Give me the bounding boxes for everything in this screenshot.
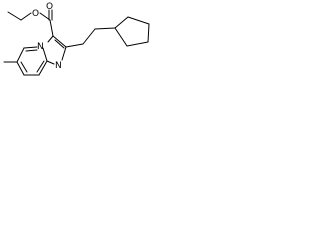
ester-oxygen-label: O [32,9,39,19]
cyclopentane-bond-1 [114,16,129,29]
c3-c2-double-bond [54,39,65,49]
carbonyl-oxygen-label: O [46,2,53,12]
c2-n1-bond [61,46,67,61]
c7-c6-bond [16,61,25,76]
cyclopentane-bond-4 [126,41,149,47]
c8a-c8-double-bond [36,60,45,73]
c7-c6-double-bond [20,61,28,73]
c3-c2-bond [52,35,67,48]
n1-c8a-bond [46,60,55,65]
cyclopentane-bond-5 [114,27,128,47]
c5-n4-double-bond [25,49,38,52]
c8a-n4-bond [42,47,48,62]
n4-c3-bond [47,35,54,43]
carbonyl-ring-bond [49,19,54,37]
ring-nitrogen-top-label: N [37,42,44,52]
c5-n4-bond [23,46,38,49]
ester-o-carbonyl-bond [39,12,51,21]
chain-bond-1 [65,43,84,48]
chain-bond-2 [82,28,96,45]
c8a-c8-bond [38,60,48,76]
structure-diagram: O O N N [3,2,150,76]
ethyl-ch3-bond [7,11,22,21]
cyclopentane-bond-2 [127,16,150,25]
ring-nitrogen-bottom-label: N [55,61,62,71]
molecule-canvas: O O N N [0,0,165,106]
cyclopentane-bond-3 [147,23,150,43]
ethyl-ch2-o-bond [20,12,32,21]
chain-bond-3 [94,27,116,30]
c6-c5-bond [16,47,25,63]
